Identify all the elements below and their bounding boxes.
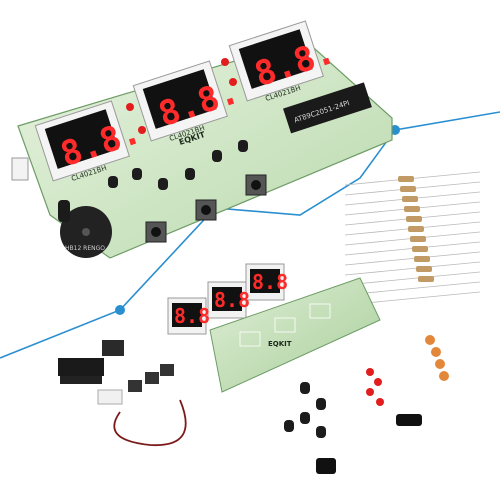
tactile-switches <box>128 364 174 392</box>
resistor-bodies <box>398 176 434 282</box>
buzzer-label: HB12 RENGO <box>65 245 105 252</box>
power-cable <box>113 399 187 446</box>
assembled-pcb: CL4021BH CL4021BH CL4021BH 8.8. 8.8. 8.8… <box>11 20 393 259</box>
ceramic-capacitors <box>425 335 449 381</box>
svg-text:8.8: 8.8 <box>174 304 210 328</box>
transistor-row <box>108 140 248 190</box>
connector-header <box>97 389 123 405</box>
loose-displays: 8.88.88.8 <box>167 263 288 335</box>
push-buttons <box>145 174 267 243</box>
loose-transistors <box>284 382 326 438</box>
bare-pcb-brand: EQKIT <box>268 340 292 348</box>
electrolytic-capacitor <box>396 414 422 426</box>
capacitor <box>58 200 70 222</box>
power-connector <box>11 157 29 181</box>
bare-pcb: EQKIT <box>209 277 381 393</box>
svg-text:8.8: 8.8 <box>252 270 288 294</box>
buzzer: HB12 RENGO <box>60 206 112 258</box>
svg-text:8.8: 8.8 <box>214 288 250 312</box>
led-indicators <box>126 58 237 134</box>
display-module-2: CL4021BH <box>132 60 228 143</box>
display-module-3: CL4021BH <box>228 20 324 103</box>
regulator <box>102 340 124 356</box>
ic-socket <box>58 358 104 384</box>
loose-leds <box>366 368 384 406</box>
small-capacitor <box>316 458 336 474</box>
